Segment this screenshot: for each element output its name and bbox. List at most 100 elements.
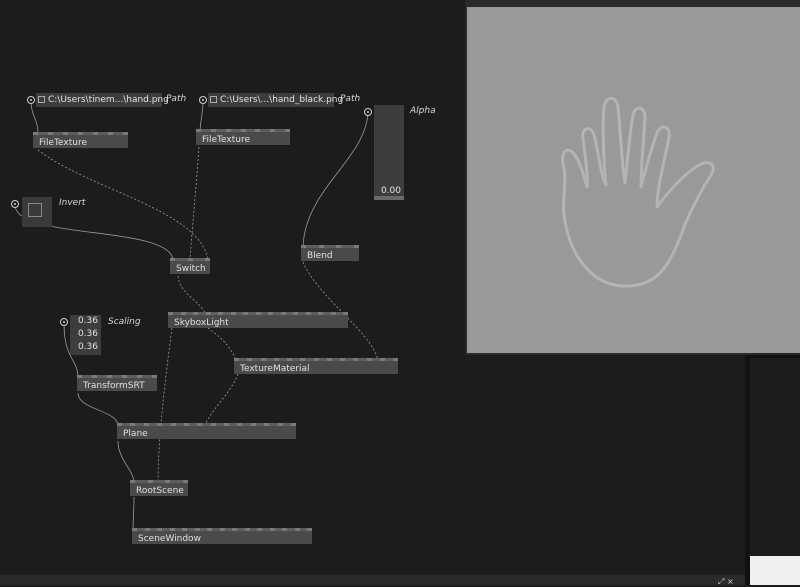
input-pin[interactable] <box>224 423 229 426</box>
input-pin[interactable] <box>380 358 385 361</box>
input-pin[interactable] <box>207 528 212 531</box>
input-pin[interactable] <box>264 423 269 426</box>
input-pin[interactable] <box>307 528 312 531</box>
input-pin[interactable] <box>255 129 260 132</box>
input-pin[interactable] <box>77 375 82 378</box>
input-pin[interactable] <box>93 132 98 135</box>
path-iobox-1[interactable]: C:\Users\tinem...\hand.png <box>36 93 169 107</box>
scaling-vector[interactable]: 0.36 0.36 0.36 <box>70 315 101 355</box>
input-pin[interactable] <box>211 423 216 426</box>
alpha-slider[interactable]: 0.00 <box>374 105 404 200</box>
input-pin[interactable] <box>270 129 275 132</box>
node-skyboxlight[interactable]: SkyboxLight <box>168 312 348 328</box>
input-pin[interactable] <box>92 375 97 378</box>
input-pin[interactable] <box>343 312 348 315</box>
input-pin[interactable] <box>152 375 157 378</box>
input-pin[interactable] <box>197 423 202 426</box>
input-pin[interactable] <box>117 423 122 426</box>
input-pin[interactable] <box>247 358 252 361</box>
input-pin[interactable] <box>237 423 242 426</box>
input-pin[interactable] <box>130 480 135 483</box>
input-pin[interactable] <box>393 358 398 361</box>
input-pin[interactable] <box>261 358 266 361</box>
input-pin[interactable] <box>241 129 246 132</box>
input-pin[interactable] <box>144 423 149 426</box>
input-pin[interactable] <box>281 312 286 315</box>
input-pin[interactable] <box>130 423 135 426</box>
input-pin[interactable] <box>137 375 142 378</box>
node-rootscene[interactable]: RootScene <box>130 480 188 496</box>
node-texturematerial[interactable]: TextureMaterial <box>234 358 398 374</box>
input-pin[interactable] <box>123 132 128 135</box>
node-plane[interactable]: Plane <box>117 423 296 439</box>
node-blend[interactable]: Blend <box>301 245 359 261</box>
input-pin[interactable] <box>183 480 188 483</box>
path-pin-2[interactable] <box>199 96 207 104</box>
input-pin[interactable] <box>318 312 323 315</box>
path-pin-1[interactable] <box>27 96 35 104</box>
input-pin[interactable] <box>108 132 113 135</box>
input-pin[interactable] <box>232 528 237 531</box>
input-pin[interactable] <box>314 358 319 361</box>
input-pin[interactable] <box>168 312 173 315</box>
input-pin[interactable] <box>245 528 250 531</box>
input-pin[interactable] <box>336 245 341 248</box>
input-pin[interactable] <box>188 258 193 261</box>
input-pin[interactable] <box>184 423 189 426</box>
input-pin[interactable] <box>291 423 296 426</box>
input-pin[interactable] <box>285 129 290 132</box>
input-pin[interactable] <box>251 423 256 426</box>
input-pin[interactable] <box>270 528 275 531</box>
input-pin[interactable] <box>354 245 359 248</box>
input-pin[interactable] <box>195 528 200 531</box>
path-iobox-2[interactable]: C:\Users\...\hand_black.png <box>208 93 343 107</box>
input-pin[interactable] <box>157 528 162 531</box>
input-pin[interactable] <box>295 528 300 531</box>
input-pin[interactable] <box>306 312 311 315</box>
input-pin[interactable] <box>282 528 287 531</box>
input-pin[interactable] <box>234 358 239 361</box>
node-transformsrt[interactable]: TransformSRT <box>77 375 157 391</box>
input-pin[interactable] <box>268 312 273 315</box>
input-pin[interactable] <box>220 528 225 531</box>
invert-pin[interactable] <box>11 200 19 208</box>
input-pin[interactable] <box>157 423 162 426</box>
input-pin[interactable] <box>181 312 186 315</box>
input-pin[interactable] <box>148 480 153 483</box>
input-pin[interactable] <box>182 528 187 531</box>
input-pin[interactable] <box>274 358 279 361</box>
alpha-pin[interactable] <box>364 108 372 116</box>
input-pin[interactable] <box>165 480 170 483</box>
node-filetexture-2[interactable]: FileTexture <box>196 129 290 145</box>
input-pin[interactable] <box>293 312 298 315</box>
node-switch[interactable]: Switch <box>170 258 210 274</box>
input-pin[interactable] <box>287 358 292 361</box>
input-pin[interactable] <box>132 528 137 531</box>
input-pin[interactable] <box>256 312 261 315</box>
input-pin[interactable] <box>331 312 336 315</box>
input-pin[interactable] <box>327 358 332 361</box>
input-pin[interactable] <box>48 132 53 135</box>
invert-toggle[interactable] <box>22 197 52 227</box>
input-pin[interactable] <box>367 358 372 361</box>
input-pin[interactable] <box>231 312 236 315</box>
input-pin[interactable] <box>78 132 83 135</box>
node-filetexture-1[interactable]: FileTexture <box>33 132 128 148</box>
input-pin[interactable] <box>63 132 68 135</box>
window-corner-controls[interactable]: ⤢ × <box>718 577 734 586</box>
input-pin[interactable] <box>196 129 201 132</box>
input-pin[interactable] <box>353 358 358 361</box>
input-pin[interactable] <box>340 358 345 361</box>
input-pin[interactable] <box>205 258 210 261</box>
input-pin[interactable] <box>278 423 283 426</box>
render-window[interactable] <box>467 7 800 353</box>
input-pin[interactable] <box>218 312 223 315</box>
input-pin[interactable] <box>171 423 176 426</box>
input-pin[interactable] <box>193 312 198 315</box>
input-pin[interactable] <box>170 528 175 531</box>
input-pin[interactable] <box>170 258 175 261</box>
node-scenewindow[interactable]: SceneWindow <box>132 528 312 544</box>
input-pin[interactable] <box>122 375 127 378</box>
scaling-pin[interactable] <box>60 318 68 326</box>
input-pin[interactable] <box>300 358 305 361</box>
